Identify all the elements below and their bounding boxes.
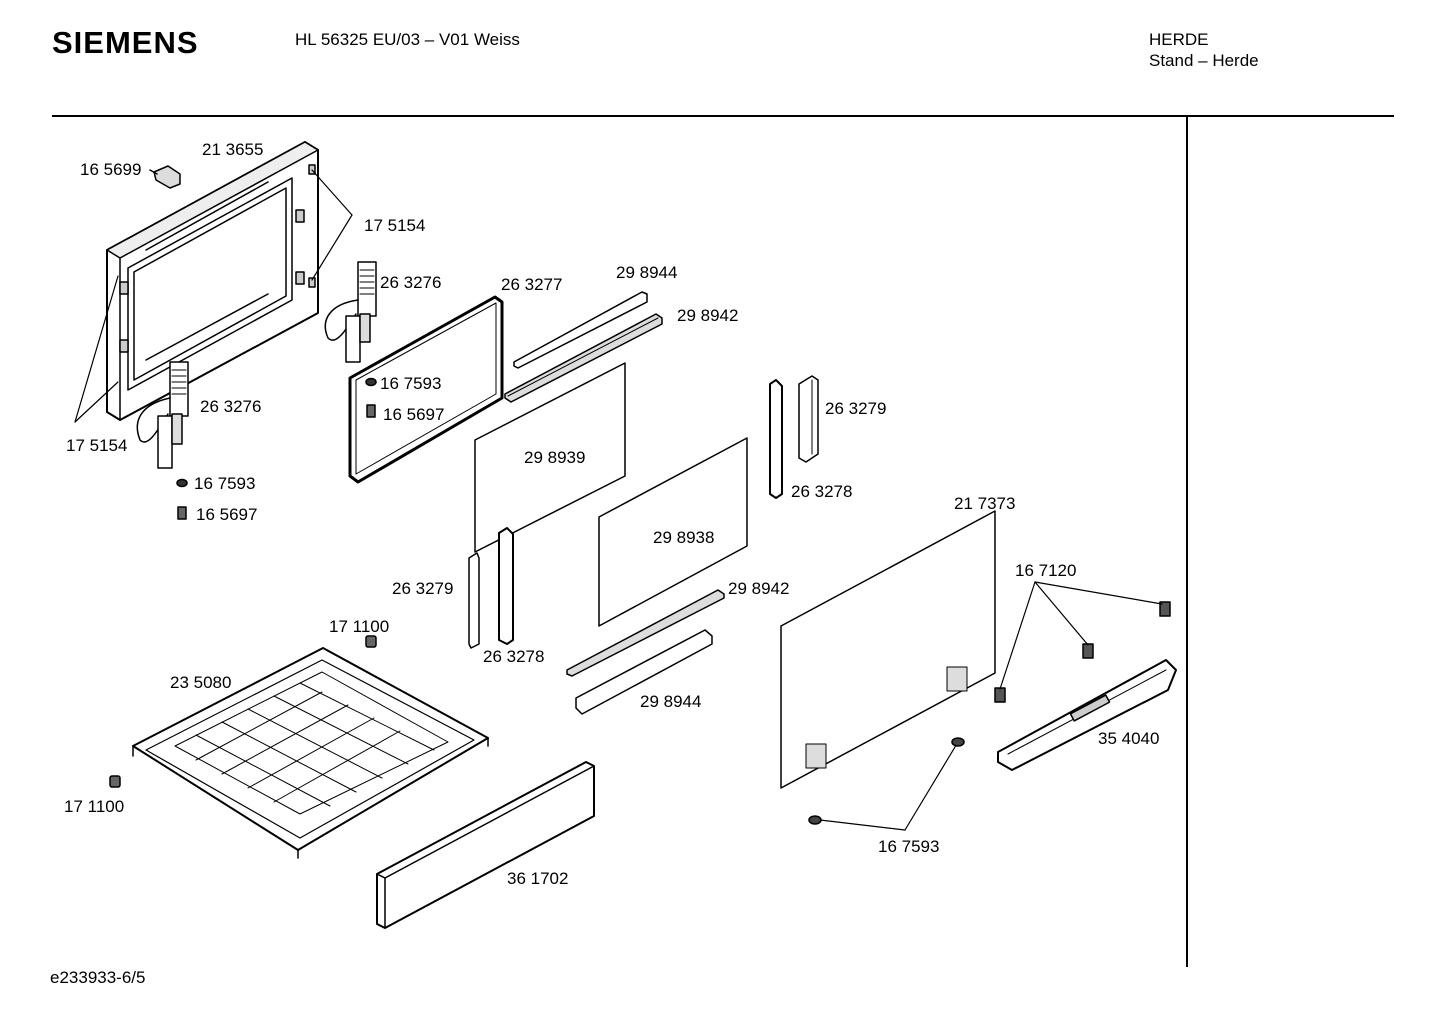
- part-label: 17 1100: [329, 617, 389, 636]
- door-handle-part: [997, 659, 1177, 771]
- part-label: 26 3279: [825, 399, 886, 418]
- sidebar-divider: [1186, 117, 1188, 967]
- part-label: 17 1100: [64, 797, 124, 816]
- part-label: 17 5154: [66, 436, 127, 455]
- leader-lines: [74, 169, 1163, 831]
- hinge-part-upper: [324, 261, 377, 363]
- screw-icon: [177, 506, 187, 520]
- foot-icon: [365, 635, 377, 648]
- part-label: 16 5697: [383, 405, 444, 424]
- part-label: 17 5154: [364, 216, 425, 235]
- rail-part-upper: [504, 291, 663, 403]
- part-label: 16 5697: [196, 505, 257, 524]
- screw-icon: [1082, 643, 1094, 659]
- part-label: 26 3278: [483, 647, 544, 666]
- part-label: 16 7593: [878, 837, 939, 856]
- part-label: 26 3276: [200, 397, 261, 416]
- part-label: 16 7593: [380, 374, 441, 393]
- part-label: 29 8939: [524, 448, 585, 467]
- document-reference: e233933-6/5: [50, 968, 146, 987]
- foot-icon: [109, 775, 121, 788]
- glass-pane-part: [598, 437, 748, 627]
- door-gasket-part: [348, 295, 504, 484]
- part-label: 26 3278: [791, 482, 852, 501]
- screw-icon: [994, 687, 1006, 703]
- glass-pane-part: [474, 362, 626, 553]
- part-label: 16 5699: [80, 160, 141, 179]
- category-title: HERDE: [1149, 30, 1209, 49]
- baking-tray-part: [132, 647, 489, 859]
- washer-icon: [176, 478, 188, 488]
- washer-icon: [951, 737, 965, 747]
- part-label: 21 7373: [954, 494, 1015, 513]
- screw-icon: [1159, 601, 1171, 617]
- part-label: 16 7593: [194, 474, 255, 493]
- part-label: 35 4040: [1098, 729, 1159, 748]
- outer-glass-part: [780, 510, 996, 789]
- part-label: 26 3277: [501, 275, 562, 294]
- side-profile-part: [468, 527, 514, 649]
- part-label: 16 7120: [1015, 561, 1076, 580]
- part-label: 29 8942: [728, 579, 789, 598]
- plinth-panel-part: [376, 761, 595, 929]
- part-label: 26 3276: [380, 273, 441, 292]
- part-label: 29 8938: [653, 528, 714, 547]
- washer-icon: [808, 815, 822, 825]
- part-label: 29 8942: [677, 306, 738, 325]
- side-profile-part: [769, 375, 819, 499]
- part-label: 29 8944: [616, 263, 677, 282]
- washer-icon: [365, 377, 377, 387]
- part-label: 21 3655: [202, 140, 263, 159]
- model-number: HL 56325 EU/03 – V01 Weiss: [295, 30, 520, 49]
- brand-logo: SIEMENS: [52, 25, 199, 60]
- part-label: 26 3279: [392, 579, 453, 598]
- rail-part-lower: [566, 589, 725, 715]
- category-subtitle: Stand – Herde: [1149, 51, 1259, 70]
- part-label: 23 5080: [170, 673, 231, 692]
- screw-icon: [366, 404, 376, 418]
- part-label: 29 8944: [640, 692, 701, 711]
- part-label: 36 1702: [507, 869, 568, 888]
- door-frame-part: [106, 141, 319, 421]
- hinge-part-lower: [136, 361, 189, 469]
- clip-part: [149, 165, 181, 189]
- header-divider: [52, 115, 1394, 117]
